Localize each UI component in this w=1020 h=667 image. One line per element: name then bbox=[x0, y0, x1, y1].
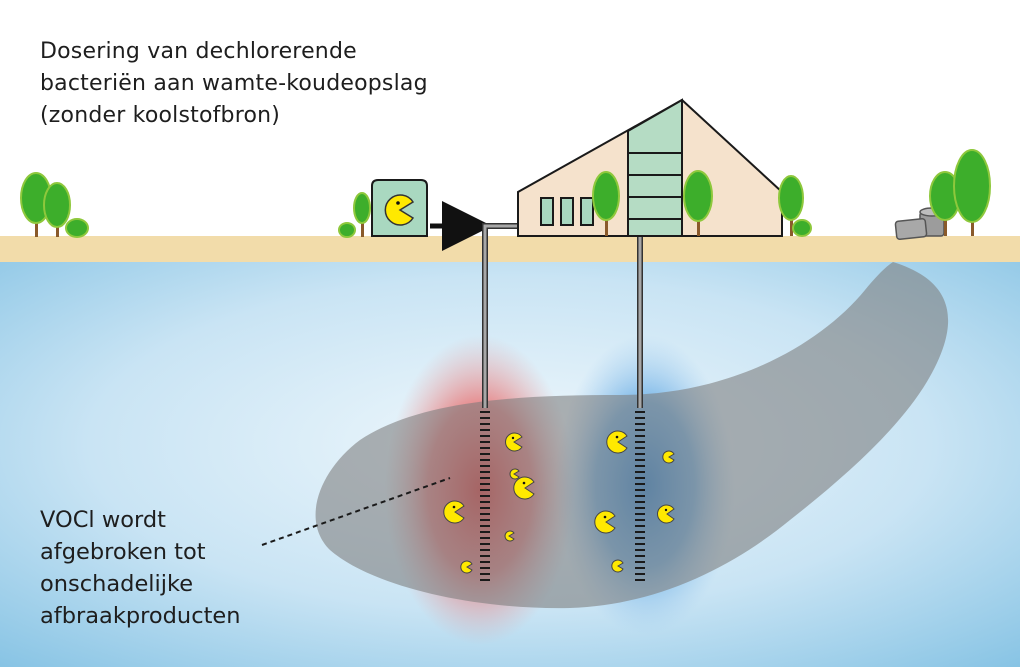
bacteria-icon bbox=[513, 476, 535, 500]
annotation-line: afgebroken tot bbox=[40, 539, 206, 565]
title-line: bacteriën aan wamte-koudeopslag bbox=[40, 71, 428, 96]
annotation-text: VOCl wordt afgebroken tot onschadelijke … bbox=[40, 504, 241, 632]
tree-icon bbox=[65, 218, 89, 238]
annotation-line: onschadelijke bbox=[40, 571, 194, 597]
title-line: (zonder koolstofbron) bbox=[40, 103, 281, 128]
tree-icon bbox=[353, 192, 371, 237]
contaminant-plume bbox=[315, 262, 949, 609]
bacteria-icon bbox=[594, 510, 616, 534]
bacteria-icon bbox=[504, 530, 515, 542]
bacteria-icon bbox=[460, 560, 473, 574]
annotation-line: afbraakproducten bbox=[40, 603, 241, 629]
cold-well-screen bbox=[635, 411, 645, 581]
warm-well-pipe bbox=[482, 223, 518, 408]
tree-icon bbox=[778, 175, 804, 236]
tree-icon bbox=[683, 170, 713, 236]
ground-surface bbox=[0, 236, 1020, 262]
title-line: Dosering van dechlorerende bbox=[40, 39, 357, 64]
diagram-title: Dosering van dechlorerende bacteriën aan… bbox=[40, 36, 428, 132]
bacteria-icon bbox=[505, 432, 523, 452]
bacteria-icon bbox=[509, 468, 520, 480]
tree-icon bbox=[953, 149, 991, 236]
house-icon bbox=[517, 98, 783, 237]
bacteria-icon bbox=[611, 559, 624, 573]
annotation-line: VOCl wordt bbox=[40, 507, 166, 533]
annotation-leader bbox=[261, 477, 451, 546]
warm-well-screen bbox=[480, 411, 490, 581]
dosing-tank-icon bbox=[371, 179, 428, 237]
tree-icon bbox=[592, 171, 620, 236]
tree-icon bbox=[43, 182, 71, 237]
tree-icon bbox=[338, 222, 356, 238]
bacteria-icon bbox=[443, 500, 465, 524]
bacteria-icon bbox=[662, 450, 675, 464]
bacteria-icon bbox=[657, 504, 675, 524]
bacteria-icon bbox=[384, 194, 415, 226]
bacteria-icon bbox=[606, 430, 628, 454]
tree-icon bbox=[792, 219, 812, 237]
